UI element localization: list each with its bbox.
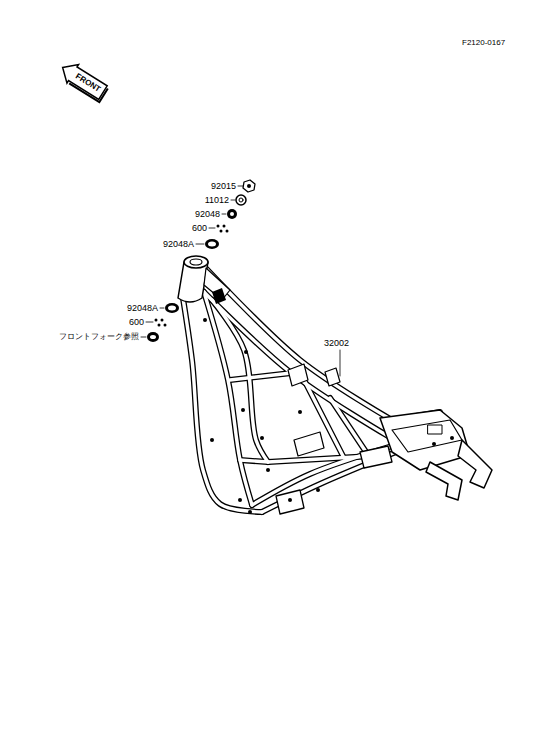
callout-number: 92048 (195, 210, 220, 219)
reference-note: フロントフォーク参照 (59, 333, 139, 341)
frame-tube (252, 446, 392, 505)
frame-tube-fill (190, 278, 388, 436)
frame-tube (268, 456, 372, 462)
callout-number: 600 (192, 224, 207, 233)
frame-tube-fill (212, 300, 268, 462)
callout-number: 92015 (211, 182, 236, 191)
callout-number: 92048A (163, 240, 194, 249)
callout-number: 600 (129, 318, 144, 327)
front-arrow: FRONT (59, 61, 108, 100)
callout-number: 32002 (324, 339, 349, 348)
drawing-code: F2120-0167 (462, 39, 505, 47)
frame-tube-fill (252, 446, 392, 505)
arrow-shadow (69, 70, 108, 102)
frame-tube-fill (330, 398, 366, 452)
frame-tube-fill (200, 262, 392, 420)
callout-number: 92048A (127, 304, 158, 313)
frame-tube-fill (268, 456, 372, 462)
arrow-shape (57, 58, 109, 102)
frame-tube (240, 460, 268, 462)
frame-tube-fill (240, 460, 268, 462)
callout-number: 11012 (205, 196, 229, 205)
